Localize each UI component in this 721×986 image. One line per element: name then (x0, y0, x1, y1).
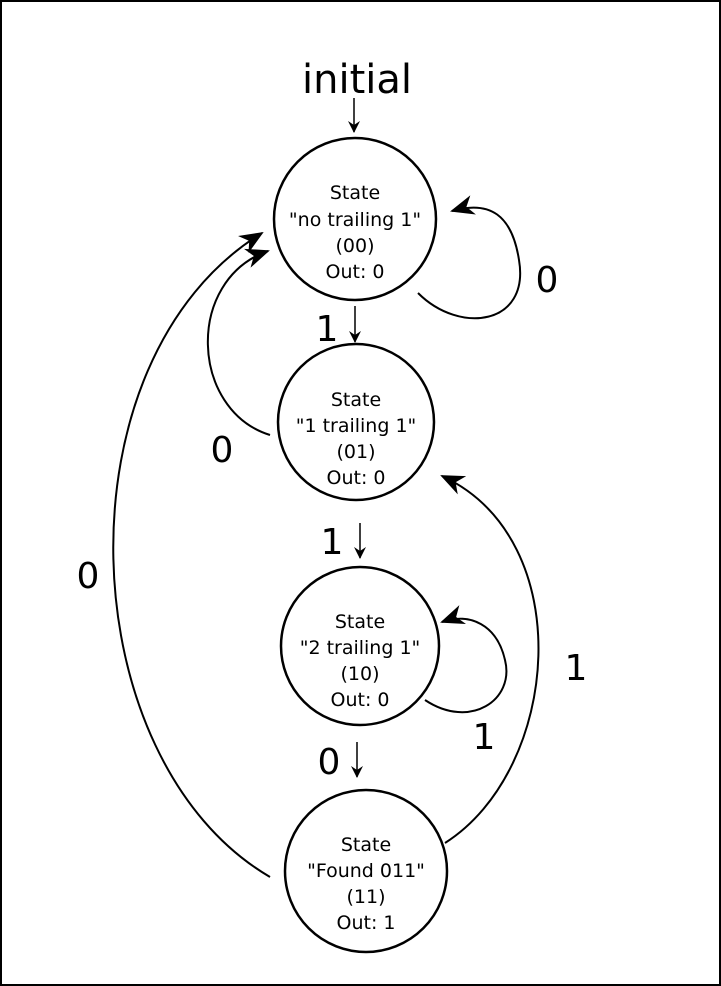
state-name: "1 trailing 1" (296, 415, 417, 437)
state-node-found-011: State "Found 011" (11) Out: 1 (283, 788, 449, 954)
state-output: Out: 0 (331, 689, 390, 711)
state-node-1-trailing-1: State "1 trailing 1" (01) Out: 0 (276, 342, 436, 502)
state-node-no-trailing-1: State "no trailing 1" (00) Out: 0 (272, 136, 438, 302)
state-circle (279, 565, 441, 727)
state-node-2-trailing-1: State "2 trailing 1" (10) Out: 0 (279, 565, 441, 727)
transition-label-s2-s3: 0 (318, 742, 341, 783)
state-code: (11) (346, 886, 385, 908)
transition-label-s1-s2: 1 (321, 522, 344, 563)
state-title: State (335, 611, 385, 633)
state-output: Out: 0 (327, 467, 386, 489)
state-circle (272, 136, 438, 302)
transition-label-s0-self: 0 (536, 260, 559, 301)
transition-arrow-s1-s0 (206, 248, 271, 436)
state-code: (10) (340, 663, 379, 685)
state-title: State (331, 389, 381, 411)
transition-label-s3-s1: 1 (565, 648, 588, 689)
state-circle (276, 342, 436, 502)
state-title: State (330, 182, 380, 204)
state-output: Out: 1 (337, 912, 396, 934)
transition-arrow-s3-s1 (440, 475, 540, 844)
transition-label-s0-s1: 1 (316, 309, 339, 350)
state-code: (01) (336, 441, 375, 463)
transition-arrow-s0-self (417, 195, 522, 320)
state-name: "Found 011" (307, 860, 425, 882)
transition-arrow-s3-s0 (112, 231, 271, 878)
state-name: "no trailing 1" (289, 209, 421, 231)
state-title: State (341, 834, 391, 856)
transition-label-s1-s0: 0 (211, 430, 234, 471)
state-circle (283, 788, 449, 954)
transition-label-s3-s0: 0 (77, 556, 100, 597)
state-name: "2 trailing 1" (300, 637, 421, 659)
state-output: Out: 0 (326, 261, 385, 283)
transition-label-s2-self: 1 (473, 717, 496, 758)
transition-arrow-s2-self (424, 605, 508, 714)
state-code: (00) (335, 235, 374, 257)
initial-label: initial (302, 57, 412, 103)
